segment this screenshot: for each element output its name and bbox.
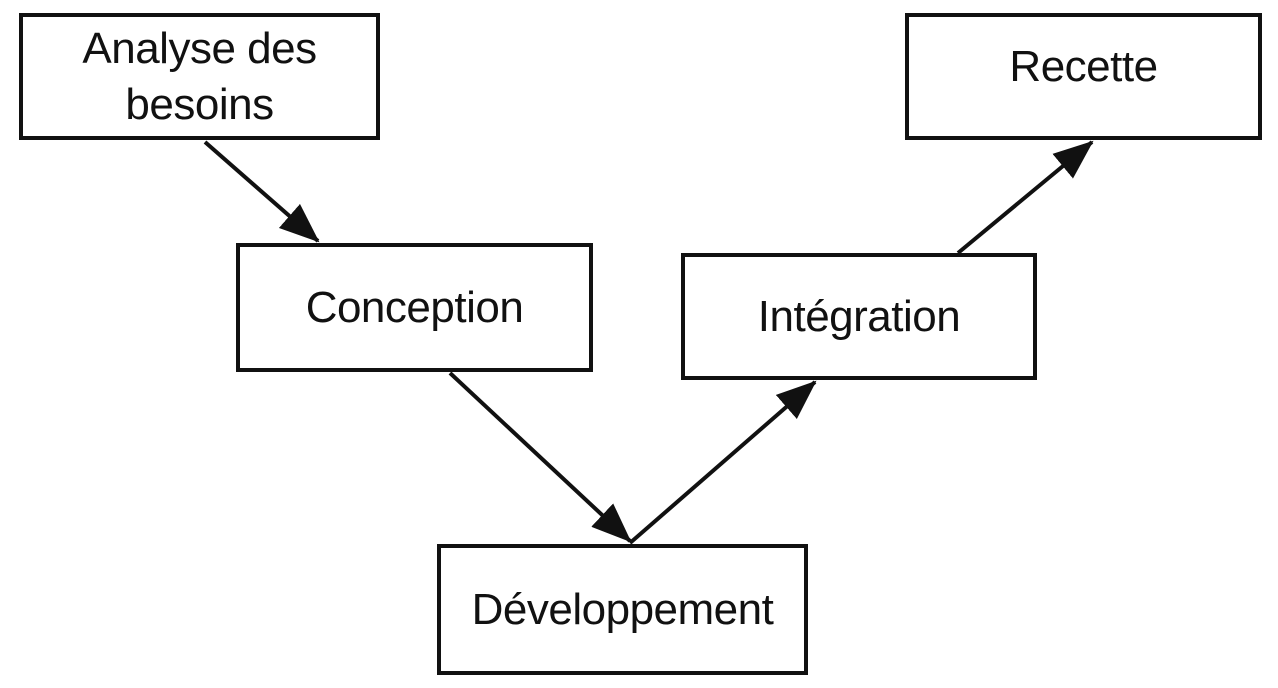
stage-label-integration: Intégration: [757, 291, 961, 341]
arrow-integration-to-recette: [956, 140, 1094, 255]
stage-conception: Conception: [236, 243, 593, 372]
stage-label-conception: Conception: [305, 282, 524, 332]
arrow-analyse-to-conception: [203, 140, 320, 243]
arrow-conception-to-developpement: [448, 371, 632, 543]
stage-label-developpement: Développement: [471, 584, 774, 634]
stage-recette: Recette: [905, 13, 1262, 140]
stage-label-recette: Recette: [1009, 41, 1158, 91]
stage-label-analyse: Analyse des besoins: [82, 23, 317, 129]
stage-analyse-des-besoins: Analyse des besoins: [19, 13, 380, 140]
stage-integration: Intégration: [681, 253, 1037, 380]
stage-developpement: Développement: [437, 544, 808, 675]
arrow-developpement-to-integration: [628, 380, 817, 545]
